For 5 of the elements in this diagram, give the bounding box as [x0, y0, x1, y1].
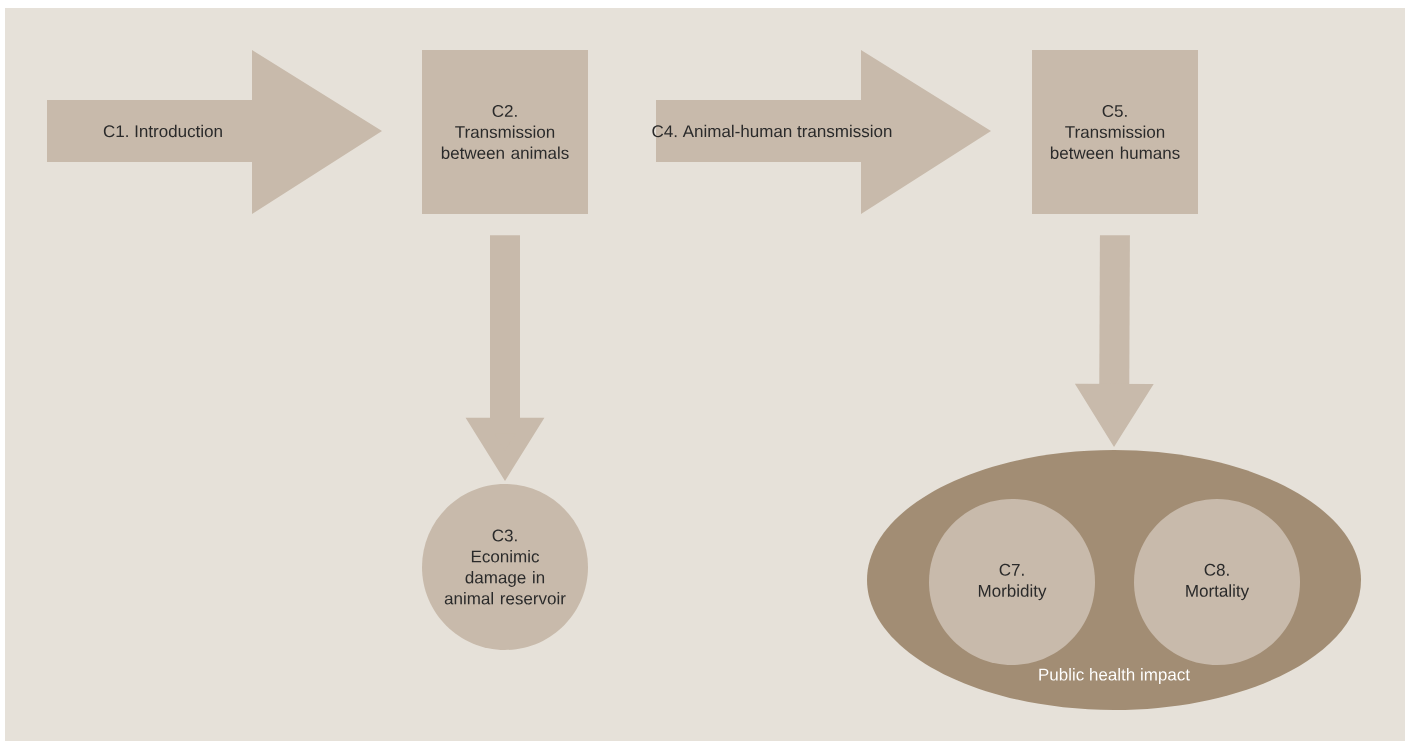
- circle-node: C7. Morbidity: [929, 499, 1095, 665]
- circle-node: C3. Econimic damage in animal reservoir: [422, 484, 588, 650]
- process-box: C2. Transmission between animals: [422, 50, 588, 214]
- circle-node: C8. Mortality: [1134, 499, 1300, 665]
- process-box: C5. Transmission between humans: [1032, 50, 1198, 214]
